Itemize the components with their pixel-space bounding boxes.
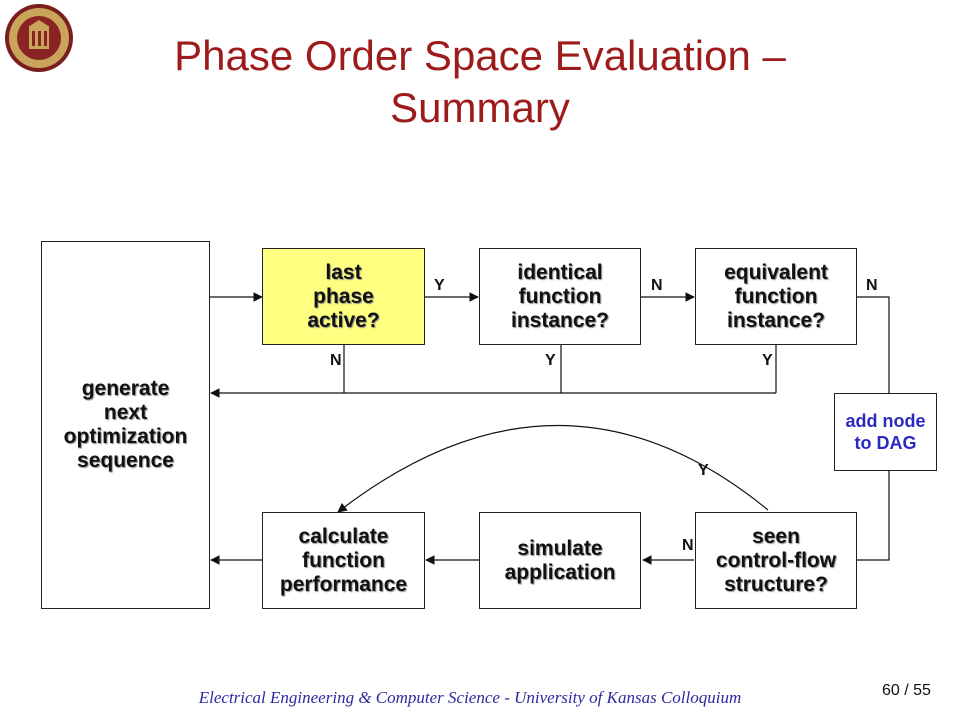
simulate-application-box: simulate application [479,512,641,609]
seen-y-label: Y [698,462,709,479]
calculate-performance-box: calculate function performance [262,512,425,609]
title-line-2: Summary [390,84,570,131]
slide-footer: Electrical Engineering & Computer Scienc… [198,688,742,707]
last-phase-n-label: N [330,352,342,369]
identical-y-label: Y [545,352,556,369]
page-number: 60 / 55 [882,682,931,699]
equivalent-function-label: equivalent function instance? [724,260,828,332]
simulate-application-label: simulate application [504,536,616,584]
equivalent-function-box: equivalent function instance? [695,248,857,345]
last-phase-y-label: Y [434,277,445,294]
seen-control-flow-label: seen control-flow structure? [715,524,837,596]
identical-function-label: identical function instance? [510,260,610,332]
university-seal-logo [5,4,73,72]
line-add-node-to-seen [857,470,890,561]
identical-n-label: N [651,277,663,294]
last-phase-active-box: last phase active? [262,248,425,345]
last-phase-active-label: last phase active? [307,260,380,332]
slide-title: Phase Order Space Evaluation – Summary [80,30,880,134]
generate-sequence-box: generate next optimization sequence [41,241,210,609]
identical-function-box: identical function instance? [479,248,641,345]
generate-sequence-label: generate next optimization sequence [63,377,188,472]
equivalent-y-label: Y [762,352,773,369]
equivalent-n-label: N [866,277,878,294]
arrow-seen-y-curve-to-calculate [337,425,769,513]
seen-n-label: N [682,537,694,554]
add-node-box: add node to DAG [834,393,937,471]
line-equivalent-n-to-add-node [857,296,890,393]
seen-control-flow-box: seen control-flow structure? [695,512,857,609]
add-node-label: add node to DAG [845,411,926,453]
title-line-1: Phase Order Space Evaluation – [174,32,786,79]
calculate-performance-label: calculate function performance [279,524,408,596]
